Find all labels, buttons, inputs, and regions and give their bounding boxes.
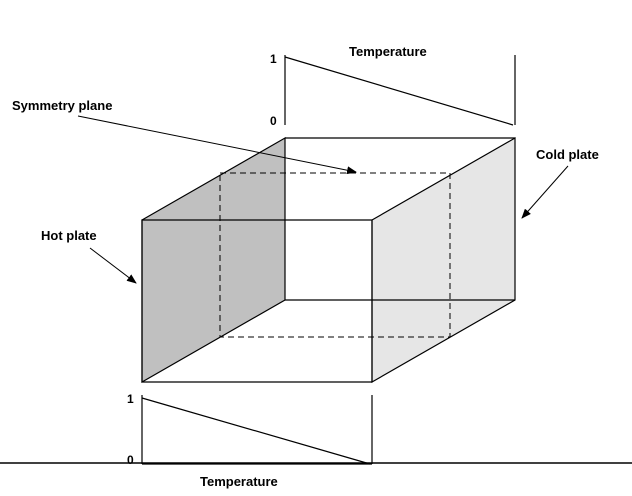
- symmetry-plane-arrow: [77, 115, 357, 175]
- symmetry-plane: [219, 172, 451, 338]
- top-temperature-profile: Temperature 1 0: [270, 44, 516, 128]
- bottom-profile-title: Temperature: [200, 474, 278, 489]
- hot-plate-callout: Hot plate: [41, 228, 137, 284]
- top-profile-tick-high: 1: [270, 52, 277, 66]
- cold-plate-callout: Cold plate: [521, 147, 599, 219]
- symmetry-plane-callout: Symmetry plane: [12, 98, 357, 175]
- top-profile-tick-low: 0: [270, 114, 277, 128]
- hot-plate-face: [141, 136, 286, 384]
- bottom-profile-gradient-line: [141, 397, 371, 465]
- cold-plate-face: [371, 136, 516, 384]
- bottom-profile-tick-low: 0: [127, 453, 134, 467]
- symmetry-plane-label: Symmetry plane: [12, 98, 112, 113]
- cold-plate-label: Cold plate: [536, 147, 599, 162]
- cold-plate-arrow: [521, 165, 569, 219]
- top-profile-gradient-line: [284, 56, 514, 126]
- enclosure-box: [141, 136, 516, 384]
- front-face-edges: [141, 219, 373, 383]
- hot-plate-arrow: [89, 247, 137, 284]
- hot-plate-label: Hot plate: [41, 228, 97, 243]
- bottom-temperature-profile: 1 0 Temperature: [127, 392, 373, 489]
- top-profile-title: Temperature: [349, 44, 427, 59]
- bottom-profile-tick-high: 1: [127, 392, 134, 406]
